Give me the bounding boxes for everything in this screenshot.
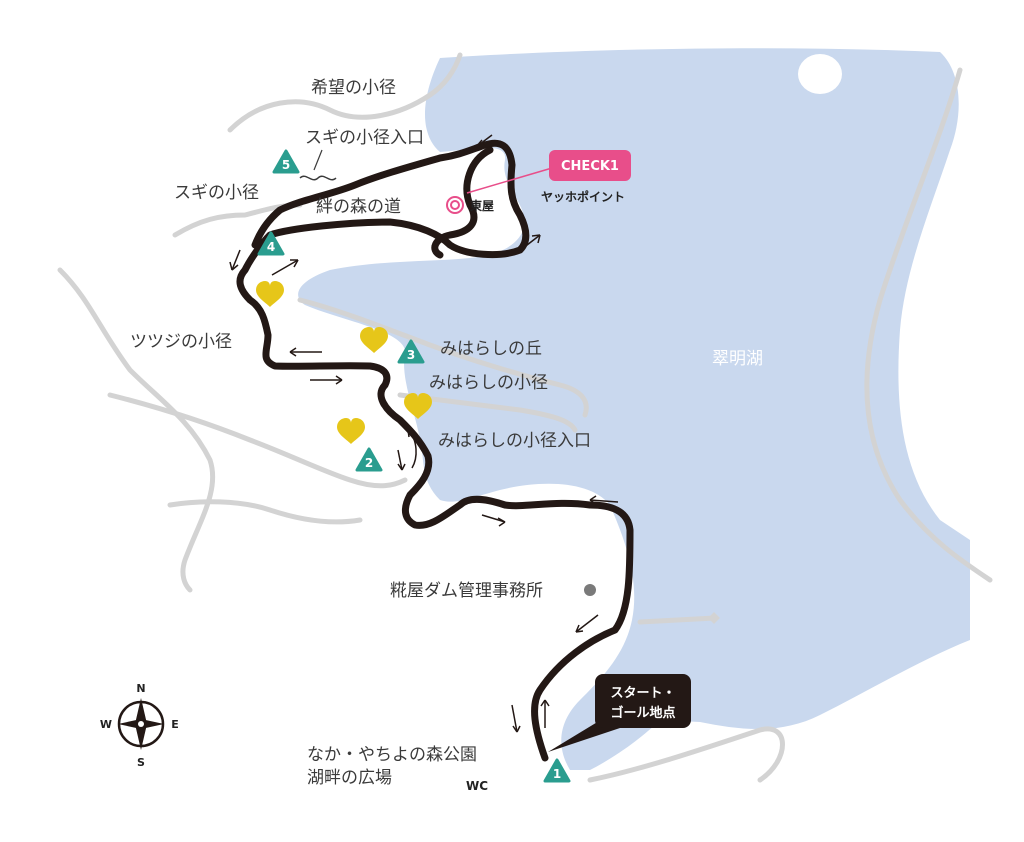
heart-icon (404, 393, 432, 419)
label-park-line2: 湖畔の広場 (307, 768, 392, 788)
checkpoint-triangle-icon (355, 447, 383, 472)
compass-center (138, 721, 144, 727)
arrow (481, 514, 506, 527)
label-miharashi-oka: みはらしの丘 (440, 339, 542, 359)
checkpoint-number: 5 (282, 158, 290, 172)
sugi-entrance-leader (313, 149, 323, 171)
checkpoint-5: 5 (272, 149, 300, 174)
check1-badge-box (549, 150, 631, 181)
checkpoint-3: 3 (397, 339, 425, 364)
azumaya-marker: 東屋 (446, 196, 494, 214)
arrow (407, 429, 417, 469)
trail-dam (637, 615, 718, 625)
arrow (229, 249, 241, 271)
lake-island (798, 54, 842, 94)
yahho-point-label: ヤッホポイント (541, 189, 625, 204)
heart-icon (337, 418, 365, 444)
trail-tsutsuji (57, 267, 216, 593)
label-dam-office: 糀屋ダム管理事務所 (390, 581, 543, 601)
heart-icon (256, 281, 284, 307)
azumaya-label: 東屋 (470, 198, 494, 213)
label-sugi-entrance: スギの小径入口 (305, 128, 424, 148)
checkpoint-number: 1 (553, 767, 561, 781)
start-goal-line2: ゴール地点 (610, 705, 675, 721)
lake-area (298, 48, 970, 770)
trail-south (587, 726, 785, 783)
route-arrows (229, 134, 619, 733)
trail-miharashi (297, 297, 589, 418)
checkpoint-triangle-icon (257, 231, 285, 256)
label-kizuna: 絆の森の道 (316, 197, 401, 217)
arrow (271, 259, 299, 276)
heart-markers (256, 281, 432, 444)
arrow (540, 699, 550, 728)
target-icon-inner (450, 200, 460, 210)
arrow (310, 375, 343, 385)
checkpoint-1: 1 (543, 758, 571, 783)
heart-icon (360, 327, 388, 353)
check1-label: CHECK1 (561, 159, 619, 174)
checkpoint-4: 4 (257, 231, 285, 256)
label-wc: WC (466, 779, 488, 793)
arrow (289, 347, 322, 357)
label-park-line1: なか・やちよの森公園 (307, 745, 477, 765)
trail-lower (167, 499, 363, 525)
target-icon (446, 196, 464, 214)
label-kibou: 希望の小径 (311, 78, 396, 98)
start-goal-badge: スタート・ ゴール地点 (548, 674, 691, 752)
side-trails (57, 52, 993, 783)
checkpoint-number: 2 (365, 456, 373, 470)
checkpoint-triangle-icon (543, 758, 571, 783)
dam-office-dot (584, 584, 596, 596)
arrow (517, 234, 541, 253)
trail-kibou (227, 52, 463, 133)
compass-s: S (137, 756, 145, 769)
label-sugi: スギの小径 (174, 183, 259, 203)
checkpoint-triangle-icon (397, 339, 425, 364)
compass: N S E W (100, 682, 179, 769)
checkpoint-number: 3 (407, 348, 415, 362)
start-goal-line1: スタート・ (610, 686, 675, 701)
label-miharashi-entrance: みはらしの小径入口 (438, 431, 591, 451)
compass-n: N (136, 682, 145, 695)
label-tsutsuji: ツツジの小径 (130, 332, 232, 352)
azumaya-loop (431, 146, 494, 259)
trail-tsutsuji-b (107, 392, 408, 489)
compass-w: W (100, 718, 112, 731)
check-leader-line (466, 167, 553, 194)
arrow (575, 614, 599, 633)
arrow (475, 134, 493, 148)
checkpoint-number: 4 (267, 240, 275, 254)
checkpoint-triangle-icon (272, 149, 300, 174)
sugi-entrance-mark (299, 175, 337, 181)
compass-e: E (171, 718, 179, 731)
dam-diamond-icon (708, 612, 720, 624)
start-goal-box (595, 674, 691, 728)
trail-shore-east (864, 67, 993, 583)
label-miharashi-komichi: みはらしの小径 (429, 373, 548, 393)
label-lake: 翠明湖 (712, 349, 763, 369)
arrow (511, 704, 521, 733)
main-route (236, 139, 634, 762)
checkpoint-2: 2 (355, 447, 383, 472)
check1-badge: CHECK1 (549, 150, 631, 181)
arrow (397, 449, 406, 471)
arrow (589, 495, 619, 505)
